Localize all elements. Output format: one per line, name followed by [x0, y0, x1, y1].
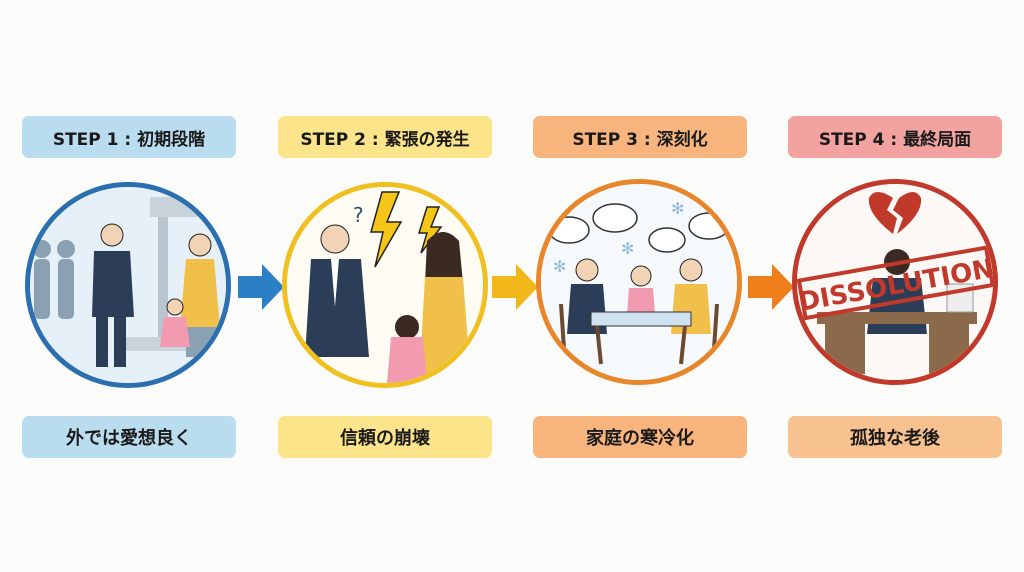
svg-text:✻: ✻: [671, 199, 684, 218]
step-3-caption: 家庭の寒冷化: [533, 416, 747, 458]
step-4-caption: 孤独な老後: [788, 416, 1002, 458]
svg-text:✻: ✻: [553, 257, 566, 276]
svg-text:?: ?: [353, 203, 364, 227]
arrow-right-icon: [492, 264, 538, 310]
step-4-header: STEP 4 : 最終局面: [788, 116, 1002, 158]
arrow-right-icon: [238, 264, 284, 310]
step-3-illustration: ✻ ✻ ✻: [536, 179, 742, 385]
step-4-illustration: DISSOLUTION: [792, 179, 998, 385]
step-3-header: STEP 3 : 深刻化: [533, 116, 747, 158]
step-1-illustration: [25, 182, 231, 388]
step-1-caption: 外では愛想良く: [22, 416, 236, 458]
step-1-header: STEP 1 : 初期段階: [22, 116, 236, 158]
step-2-caption: 信頼の崩壊: [278, 416, 492, 458]
arrow-right-icon: [748, 264, 794, 310]
svg-text:✻: ✻: [621, 239, 634, 258]
step-2-header: STEP 2 : 緊張の発生: [278, 116, 492, 158]
step-2-illustration: ?: [282, 182, 488, 388]
